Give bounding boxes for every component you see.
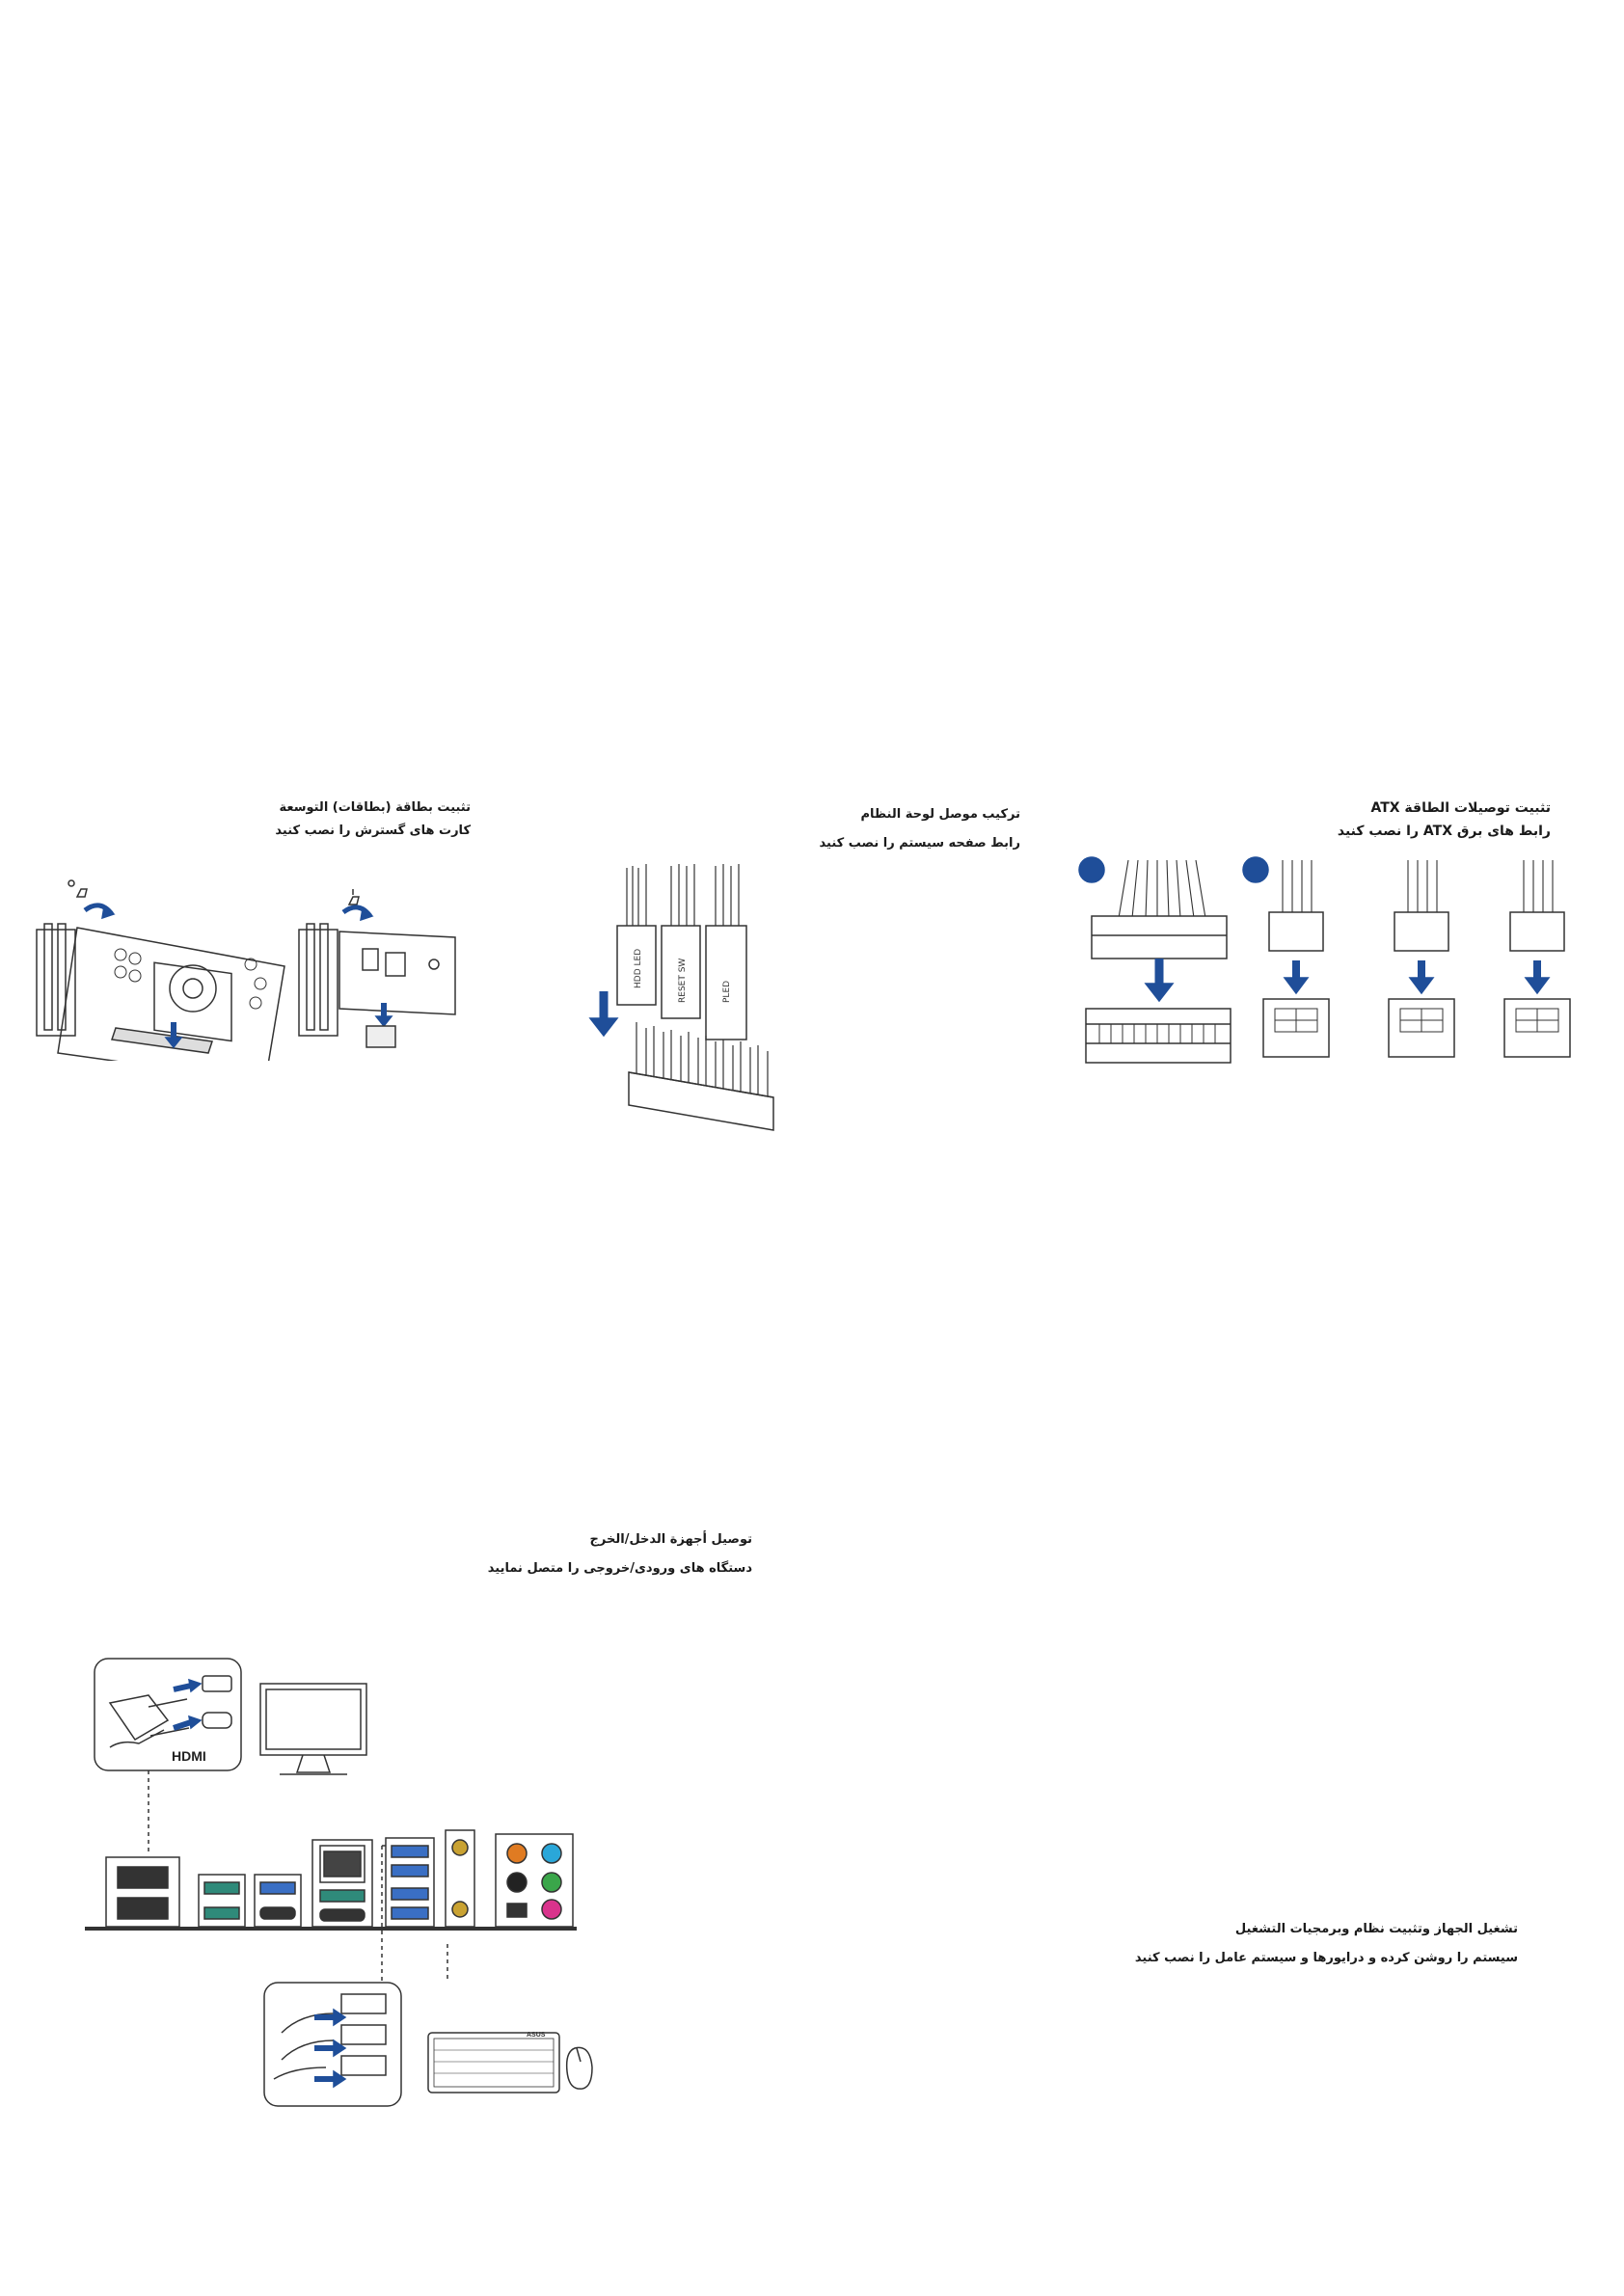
atx-title-ar: تثبيت توصيلات الطاقة ATX [1370,800,1551,816]
pcie-card-drawing [298,889,456,1048]
io-illustration: HDMI [81,1655,621,2118]
eps-8pin-2 [1388,860,1455,1058]
step-marker-2 [1242,856,1269,883]
step-marker-1 [1078,856,1105,883]
expansion-card-illustration [29,849,482,1061]
panel-label-pled: PLED [722,981,732,1003]
power-on-caption: تشغيل الجهاز وتثبيت نظام وبرمجيات التشغي… [1135,1915,1518,1973]
panel-label-hdd-led: HDD LED [634,949,643,988]
expansion-caption: تثبيت بطاقة (بطاقات) التوسعة کارت های گس… [275,797,471,843]
eps-8pin-1 [1262,860,1330,1058]
audio-ports [495,1833,574,1928]
lan-usb-stack [311,1839,373,1928]
dp-hdmi-ports [105,1856,180,1928]
keyboard-brand: ASUS [527,2032,546,2039]
atx-title-fa: رابط های برق ATX را نصب کنید [1337,824,1551,839]
atx-power-illustration [1070,854,1572,1105]
panel-label-reset-sw: RESET SW [678,959,688,1003]
power-on-title-ar: تشغيل الجهاز وتثبيت نظام وبرمجيات التشغي… [1234,1922,1518,1936]
usb-ports-right [385,1837,435,1928]
expansion-title-ar: تثبيت بطاقة (بطاقات) التوسعة [279,800,471,815]
expansion-title-fa: کارت های گسترش را نصب کنید [275,824,471,838]
usb-callout [263,1982,402,2107]
wifi-antenna-ports [445,1829,475,1928]
panel-title-fa: رابط صفحه سیستم را نصب کنید [819,836,1020,851]
mouse-drawing [565,2046,593,2090]
power-on-title-fa: سیستم را روشن کرده و درایورها و سیستم عا… [1134,1951,1518,1965]
panel-caption: تركيب موصل لوحة النظام رابط صفحه سیستم ر… [820,800,1020,858]
hdmi-logo: HDMI [172,1748,206,1764]
keyboard-drawing: ASUS [427,2032,560,2093]
io-title-fa: دستگاه های ورودی/خروجی را متصل نمایید [487,1561,752,1576]
atx-24pin-drawing [1085,859,1232,1064]
graphics-card-drawing [36,879,285,1061]
io-caption: توصيل أجهزة الدخل/الخرج دستگاه های ورودی… [488,1526,752,1583]
eps-8pin-3 [1503,860,1571,1058]
hdmi-callout: HDMI [94,1658,242,1771]
monitor-drawing [259,1683,367,1775]
io-title-ar: توصيل أجهزة الدخل/الخرج [589,1532,752,1547]
panel-title-ar: تركيب موصل لوحة النظام [860,807,1020,822]
panel-connector-illustration: HDD LED RESET SW PLED [579,849,829,1138]
atx-caption: تثبيت توصيلات الطاقة ATX رابط های برق AT… [1338,797,1551,843]
usb-ports-left [198,1874,302,1928]
